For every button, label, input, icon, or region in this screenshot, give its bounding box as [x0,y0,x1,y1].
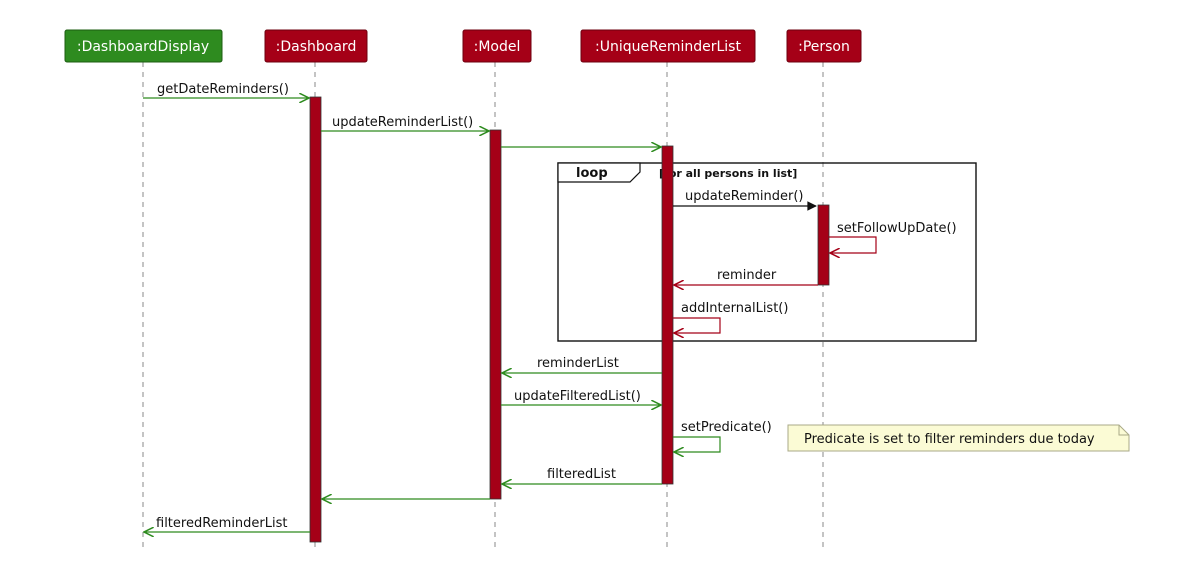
svg-text::UniqueReminderList: :UniqueReminderList [595,39,741,55]
note-box [787,424,1130,452]
message-label: reminder [717,268,777,283]
message-label: setPredicate() [681,420,772,435]
message-label: addInternalList() [681,301,788,316]
message-label: getDateReminders() [157,82,289,97]
message-label: updateReminder() [685,189,804,204]
activations [309,96,830,543]
self-message-arrow [673,317,721,333]
loop-fragment: loop [for all persons in list] [557,162,977,342]
participant-dashboard: :Dashboard [264,29,368,63]
participant-model: :Model [462,29,532,63]
activation-dashboard [309,96,322,543]
participant-display: :DashboardDisplay [64,29,223,63]
loop-frame [557,162,977,342]
message-label: updateReminderList() [332,115,473,130]
svg-text::DashboardDisplay: :DashboardDisplay [77,39,209,55]
participant-person: :Person [786,29,862,63]
message-label: filteredReminderList [156,516,288,531]
message-label: updateFilteredList() [514,389,641,404]
message-label: setFollowUpDate() [837,221,957,236]
participant-list: :UniqueReminderList [580,29,756,63]
note-fold [1118,425,1129,436]
messages: getDateReminders() updateReminderList() … [143,82,957,532]
activation-list [661,145,674,485]
note: Predicate is set to filter reminders due… [787,424,1130,452]
participants: :DashboardDisplay :Dashboard :Model :Uni… [64,29,862,63]
svg-text::Person: :Person [798,39,850,55]
loop-guard: [for all persons in list] [659,167,797,180]
self-message-arrow [673,436,721,452]
loop-title: loop [576,166,608,181]
activation-person [817,204,830,286]
activation-model [489,129,502,500]
loop-tab [557,162,641,183]
message-label: filteredList [547,467,616,482]
svg-text::Model: :Model [474,39,521,55]
note-text: Predicate is set to filter reminders due… [804,432,1095,447]
message-label: reminderList [537,356,619,371]
self-message-arrow [829,236,877,253]
svg-text::Dashboard: :Dashboard [276,39,357,55]
